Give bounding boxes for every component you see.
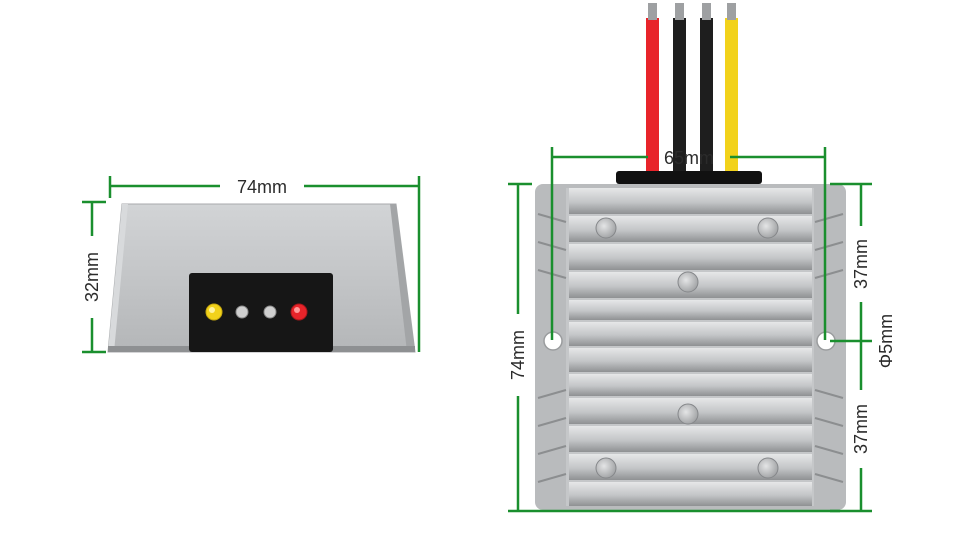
connector-pins [205,303,308,321]
screw [757,457,779,479]
side-width-label: 74mm [237,177,287,197]
hole-to-bottom-label: 37mm [851,404,871,454]
top-height-label: 74mm [508,330,528,380]
pin-gray [235,305,249,319]
wire-yellow [725,18,738,178]
pin-gray [263,305,277,319]
top-width-label: 65mm [664,148,714,168]
wire-red [646,18,659,178]
screw [677,271,699,293]
side-height-dimension [82,200,106,354]
right-flange [814,213,844,483]
screw [757,217,779,239]
hole-diameter-label: Φ5mm [876,314,896,368]
side-width-dimension [108,176,421,352]
screws [595,217,779,479]
top-view: 65mm 74mm 37mm 37mm Φ5mm [508,3,896,513]
top-width-dimension [550,147,827,340]
top-height-dimension [508,182,840,513]
connector-panel [189,273,333,352]
side-view: 74mm 32mm [82,176,421,354]
wire-black [700,18,713,178]
screw [677,403,699,425]
side-housing-right-edge [390,204,415,352]
cable-grommet [616,171,762,184]
hole-to-top-label: 37mm [851,239,871,289]
screw [595,457,617,479]
side-height-label: 32mm [82,252,102,302]
wires [646,3,738,178]
screw [595,217,617,239]
hole-position-dimension [830,182,872,513]
side-housing-left-edge [108,204,128,352]
wire-black [673,18,686,178]
left-flange [537,213,567,483]
